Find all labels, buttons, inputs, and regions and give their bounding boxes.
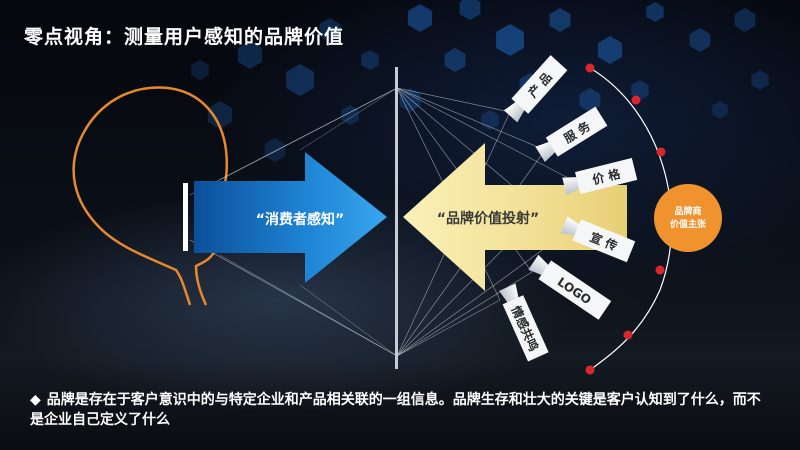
background-hexagon-icon (689, 28, 711, 52)
brand-value-projection-arrow (403, 143, 627, 291)
projection-line (219, 254, 398, 357)
hub-label-line1: 品牌商 (674, 205, 701, 217)
background-hexagon-icon (286, 64, 314, 96)
background-hexagon-icon (407, 4, 433, 32)
background-hexagon-icon (319, 18, 341, 42)
spoke-label-box (545, 106, 608, 157)
background-hexagon-icon (712, 101, 728, 119)
projection-line (396, 299, 501, 357)
projection-line (299, 284, 398, 357)
background-hexagon-icon (399, 88, 421, 112)
spoke-2: 服 务 (535, 106, 608, 163)
projection-line (396, 271, 533, 357)
spotlight-icon (560, 216, 580, 236)
spotlight-icon (535, 141, 556, 163)
spoke-label-box (575, 157, 638, 194)
spoke-label-box (538, 260, 612, 320)
spotlight-icon (503, 101, 525, 123)
spotlight-icon (562, 177, 580, 196)
spoke-label: 价 格 (591, 166, 623, 188)
background-hexagon-icon (207, 101, 233, 129)
background-hexagon-icon (264, 138, 286, 162)
spoke-label-box (511, 55, 568, 114)
value-arc (589, 67, 673, 371)
arc-dot (631, 95, 641, 105)
background-hexagon-icon (496, 24, 524, 56)
slide-title: 零点视角：测量用户感知的品牌价值 (24, 26, 345, 48)
arc-dot (585, 63, 595, 73)
arc-dot (623, 330, 633, 340)
hub-label-line2: 价值主张 (670, 218, 707, 230)
spoke-3: 价 格 (562, 157, 638, 196)
arc-dot (656, 147, 666, 157)
projection-line (396, 231, 568, 357)
background-hexagon-icon (734, 8, 756, 32)
projection-line (396, 87, 546, 151)
background-hexagon-icon (191, 60, 209, 80)
divider-line (395, 67, 398, 369)
eye-bar (183, 183, 188, 251)
spoke-6: 情感共鸣 (499, 283, 549, 362)
projection-line (189, 87, 398, 196)
spotlight-icon (499, 283, 519, 303)
projection-line (219, 87, 398, 181)
background-hexagon-icon (361, 50, 379, 70)
caption-text: 品牌是存在于客户意识中的与特定企业和产品相关联的一组信息。品牌生存和壮大的关键是… (30, 392, 761, 428)
spoke-5: LOGO (528, 254, 612, 320)
projection-line (396, 87, 511, 113)
consumer-perception-arrow (194, 152, 387, 283)
diamond-bullet-icon: ◆ (30, 392, 41, 408)
projection-line (189, 239, 398, 357)
background-hexagon-icon (237, 41, 263, 69)
background-hexagon-icon (579, 88, 601, 112)
caption-paragraph: ◆品牌是存在于客户意识中的与特定企业和产品相关联的一组信息。品牌生存和壮大的关键… (30, 390, 770, 430)
projection-line (299, 87, 398, 151)
head-outline-icon (72, 86, 238, 306)
background-hexagon-icon (646, 2, 664, 22)
spoke-1: 产 品 (503, 55, 568, 123)
spotlight-icon (528, 254, 549, 275)
spoke-4: 宣 传 (560, 216, 636, 263)
background-hexagon-icon (631, 80, 649, 100)
spoke-label-box (572, 219, 636, 263)
background-hexagon-icon (444, 48, 466, 72)
background-hexagon-icon (459, 0, 481, 20)
background-hexagon-icon (549, 8, 571, 32)
projection-line (396, 87, 573, 181)
brand-value-projection-label: “品牌价值投射” (437, 210, 539, 227)
background-hexagon-icon (597, 36, 623, 64)
consumer-perception-label: “消费者感知” (256, 211, 344, 228)
arc-dot (585, 365, 595, 375)
background-hexagon-icon (751, 70, 769, 90)
arc-dot (655, 265, 665, 275)
hub-circle (654, 184, 722, 252)
spoke-label-box (502, 295, 549, 362)
